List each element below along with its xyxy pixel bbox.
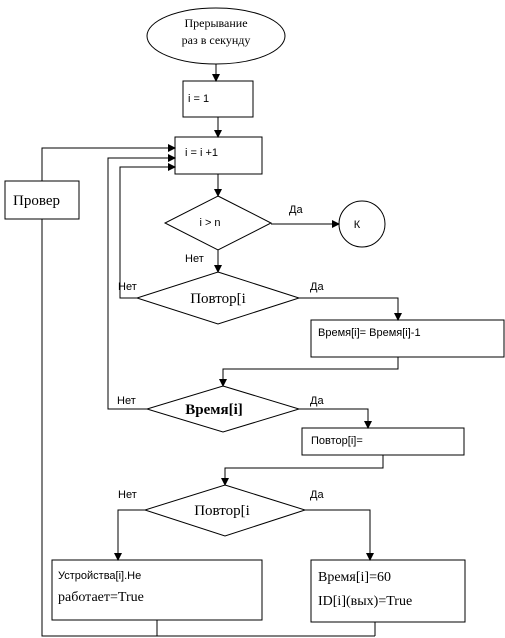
edge-bottom-return	[41, 219, 375, 637]
cond-time-text: Время[i]	[185, 402, 243, 418]
end-circle	[338, 200, 386, 248]
edge-timedec-condtime	[219, 357, 399, 387]
edge-time-yes	[299, 408, 372, 429]
check-text: Провер	[13, 193, 60, 209]
cond-time-diamond	[145, 385, 301, 433]
label-no-i-gt-n: Нет	[185, 253, 204, 265]
time-dec-box	[310, 319, 505, 358]
edge-repeat2-yes	[305, 509, 374, 561]
check-box	[4, 180, 80, 220]
init-box	[182, 80, 254, 118]
connectors	[41, 64, 402, 637]
time-dec-text: Время[i]= Время[i]-1	[318, 327, 421, 339]
edge-repeat1-no	[119, 163, 176, 299]
edge-repeatset-repeat2	[221, 455, 384, 486]
edge-time-no	[107, 154, 176, 410]
label-no-repeat1: Нет	[118, 281, 137, 293]
start-text-line2: раз в секунду	[182, 33, 251, 47]
repeat-set-text: Повтор[i]=	[311, 435, 363, 447]
label-yes-time: Да	[310, 395, 324, 407]
time-set-box	[310, 559, 466, 623]
cond-repeat1-diamond	[135, 271, 301, 325]
init-text: i = 1	[188, 93, 209, 105]
time-set-text-line1: Время[i]=60	[318, 570, 391, 585]
label-no-repeat2: Нет	[118, 489, 137, 501]
cond-repeat2-diamond	[143, 484, 307, 537]
cond-repeat2-text: Повтор[i	[194, 503, 250, 519]
edge-repeat1-yes	[299, 297, 402, 321]
start-text-line1: Прерывание	[184, 16, 247, 30]
end-text: К	[354, 219, 361, 231]
cond-repeat1-text: Повтор[i	[190, 291, 246, 307]
repeat-set-box	[301, 427, 465, 456]
label-yes-repeat1: Да	[310, 281, 324, 293]
edge-check-increment	[41, 144, 176, 181]
label-yes-i-gt-n: Да	[289, 204, 303, 216]
label-yes-repeat2: Да	[310, 489, 324, 501]
cond-i-gt-n-text: i > n	[199, 217, 220, 229]
label-no-time: Нет	[117, 395, 136, 407]
increment-text: i = i +1	[185, 147, 218, 159]
time-set-text-line2: ID[i](вых)=True	[318, 594, 412, 609]
device-text-line1: Устройства[i].Не	[58, 570, 141, 582]
device-text-line2: работает=True	[58, 590, 144, 605]
edge-repeat2-no	[114, 509, 145, 561]
